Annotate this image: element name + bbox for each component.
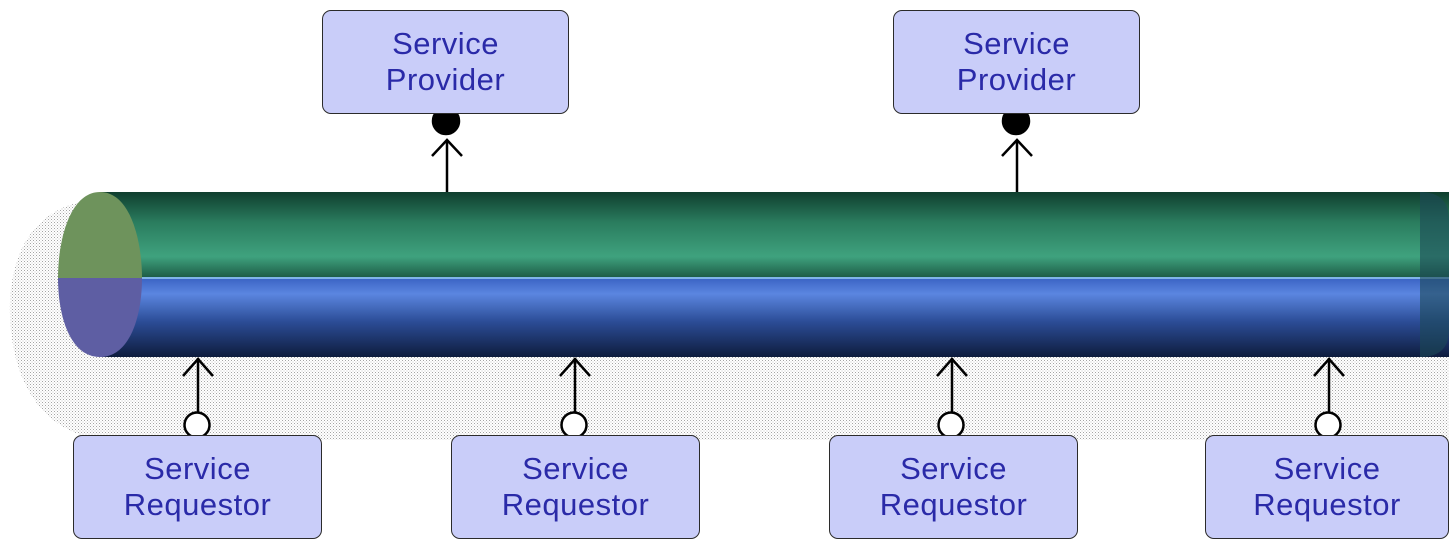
provider-label-line1: Service xyxy=(963,26,1070,61)
provider-label-line2: Provider xyxy=(956,62,1077,97)
service-requestor-box-4[interactable]: Service Requestor xyxy=(1205,435,1449,539)
service-provider-box-1[interactable]: Service Provider xyxy=(322,10,569,114)
requestor-label-line2: Requestor xyxy=(501,487,650,522)
service-requestor-box-2[interactable]: Service Requestor xyxy=(451,435,700,539)
requestor-connector-4 xyxy=(1313,357,1345,439)
requestor-label-line1: Service xyxy=(522,451,629,486)
bus-endcap-top xyxy=(58,192,142,278)
service-requestor-box-3[interactable]: Service Requestor xyxy=(829,435,1078,539)
requestor-label-line1: Service xyxy=(144,451,251,486)
provider-connector-1 xyxy=(431,106,463,192)
provider-label-line2: Provider xyxy=(385,62,506,97)
requestor-label-line2: Requestor xyxy=(123,487,272,522)
requestor-connector-3 xyxy=(936,357,968,439)
provider-label-line1: Service xyxy=(392,26,499,61)
bus-endcap-bottom xyxy=(58,278,142,357)
required-interface-circle xyxy=(183,411,211,439)
service-bus xyxy=(58,192,1449,357)
bus-top-half xyxy=(100,192,1449,278)
service-provider-box-2[interactable]: Service Provider xyxy=(893,10,1140,114)
requestor-label-line1: Service xyxy=(1273,451,1381,486)
required-interface-circle xyxy=(937,411,965,439)
bus-bottom-half xyxy=(100,278,1449,357)
requestor-label-line2: Requestor xyxy=(1253,487,1401,522)
required-interface-circle xyxy=(560,411,588,439)
required-interface-circle xyxy=(1314,411,1342,439)
requestor-connector-1 xyxy=(182,357,214,439)
service-requestor-box-1[interactable]: Service Requestor xyxy=(73,435,322,539)
requestor-label-line2: Requestor xyxy=(879,487,1028,522)
provider-connector-2 xyxy=(1001,106,1033,192)
requestor-label-line1: Service xyxy=(900,451,1007,486)
